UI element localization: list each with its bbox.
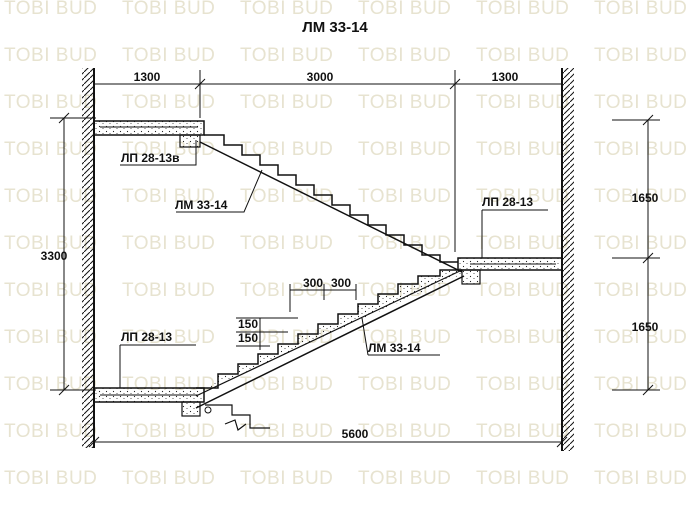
watermark-text: TOBI BUD [358, 374, 451, 395]
label-flight-lower: ЛМ 33-14 [368, 341, 421, 355]
watermark-text: TOBI BUD [240, 233, 333, 254]
landing-bottom-left [93, 387, 270, 431]
watermark-text: TOBI BUD [594, 468, 687, 489]
dim-step-width-a: 300 [303, 276, 323, 290]
dim-height-total: 3300 [41, 249, 68, 263]
bottom-dimension-line: 5600 [88, 427, 568, 448]
watermark-text: TOBI BUD [594, 139, 687, 160]
label-landing-top-left: ЛП 28-13в [121, 151, 179, 165]
label-landing-bottom-left: ЛП 28-13 [121, 330, 172, 344]
watermark-text: TOBI BUD [476, 421, 569, 442]
right-height-dimension: 1650 1650 [612, 114, 660, 396]
watermark-text: TOBI BUD [4, 186, 97, 207]
dim-step-height-a: 150 [238, 317, 258, 331]
watermark-text: TOBI BUD [4, 92, 97, 113]
watermark-text: TOBI BUD [4, 421, 97, 442]
watermark-text: TOBI BUD [4, 327, 97, 348]
watermark-text: TOBI BUD [122, 0, 215, 19]
watermark-text: TOBI BUD [122, 233, 215, 254]
watermark-text: TOBI BUD [240, 468, 333, 489]
step-dimensions: 300 300 150 150 [236, 276, 357, 350]
watermark-text: TOBI BUD [240, 92, 333, 113]
watermark-text: TOBI BUD [358, 0, 451, 19]
watermark-text: TOBI BUD [594, 0, 687, 19]
watermark-text: TOBI BUD [476, 45, 569, 66]
watermark-text: TOBI BUD [240, 374, 333, 395]
watermark-text: TOBI BUD [4, 233, 97, 254]
watermark-text: TOBI BUD [122, 468, 215, 489]
drawing-title: ЛМ 33-14 [302, 19, 368, 36]
watermark-text: TOBI BUD [4, 468, 97, 489]
watermark-text: TOBI BUD [358, 421, 451, 442]
dim-top-left: 1300 [134, 70, 161, 84]
watermark-text: TOBI BUD [476, 468, 569, 489]
watermark-text: TOBI BUD [4, 0, 97, 19]
watermark-text: TOBI BUD [4, 280, 97, 301]
dim-bottom-length: 5600 [342, 427, 369, 441]
label-flight-upper: ЛМ 33-14 [175, 198, 228, 212]
watermark-text: TOBI BUD [476, 327, 569, 348]
dim-top-middle: 3000 [307, 70, 334, 84]
watermark-text: TOBI BUD [358, 45, 451, 66]
right-wall [561, 68, 574, 451]
watermark-text: TOBI BUD [476, 280, 569, 301]
watermark-text: TOBI BUD [122, 45, 215, 66]
watermark-text: TOBI BUD [594, 45, 687, 66]
watermark-text: TOBI BUD [358, 92, 451, 113]
watermark-text: TOBI BUD [358, 139, 451, 160]
watermark-text: TOBI BUD [122, 186, 215, 207]
watermark-text: TOBI BUD [122, 280, 215, 301]
watermark-text: TOBI BUD [358, 327, 451, 348]
watermark-text: TOBI BUD [476, 0, 569, 19]
watermark-text: TOBI BUD [594, 280, 687, 301]
left-height-dimension: 3300 [41, 112, 96, 396]
label-leaders [119, 140, 548, 388]
dim-step-height-b: 150 [238, 331, 258, 345]
watermark-text: TOBI BUD [240, 421, 333, 442]
dim-top-right: 1300 [492, 70, 519, 84]
watermark-text: TOBI BUD [594, 421, 687, 442]
watermark-text: TOBI BUD [594, 233, 687, 254]
dim-step-width-b: 300 [331, 276, 351, 290]
dim-height-upper: 1650 [632, 191, 659, 205]
dim-height-lower: 1650 [632, 320, 659, 334]
watermark-text: TOBI BUD [476, 92, 569, 113]
watermark-text: TOBI BUD [476, 186, 569, 207]
watermark-text: TOBI BUD [594, 374, 687, 395]
watermark-text: TOBI BUD [476, 233, 569, 254]
watermark-text: TOBI BUD [4, 139, 97, 160]
watermark-text: TOBI BUD [594, 327, 687, 348]
watermark-text: TOBI BUD [476, 374, 569, 395]
watermark-text: TOBI BUD [358, 186, 451, 207]
flight-lower [195, 269, 465, 409]
watermark-text: TOBI BUD [122, 92, 215, 113]
top-dimension-line: 1300 3000 1300 [94, 70, 562, 252]
watermark-text: TOBI BUD [122, 421, 215, 442]
watermark-text: TOBI BUD [476, 139, 569, 160]
watermark-text: TOBI BUD [122, 327, 215, 348]
watermark-text: TOBI BUD [594, 186, 687, 207]
landing-top-left [93, 120, 205, 148]
watermark-text: TOBI BUD [240, 186, 333, 207]
watermark-text: TOBI BUD [358, 468, 451, 489]
watermark-text: TOBI BUD [594, 92, 687, 113]
watermark-text: TOBI BUD [4, 45, 97, 66]
watermark-text: TOBI BUD [240, 280, 333, 301]
label-landing-middle: ЛП 28-13 [482, 195, 533, 209]
watermark-text: TOBI BUD [240, 139, 333, 160]
left-wall [82, 68, 95, 448]
watermark-layer: TOBI BUD TOBI BUD TOBI BUD TOBI BUD TOBI BUD… [4, 0, 687, 489]
watermark-text: TOBI BUD [240, 45, 333, 66]
watermark-text: TOBI BUD [240, 0, 333, 19]
flight-upper [199, 134, 463, 273]
